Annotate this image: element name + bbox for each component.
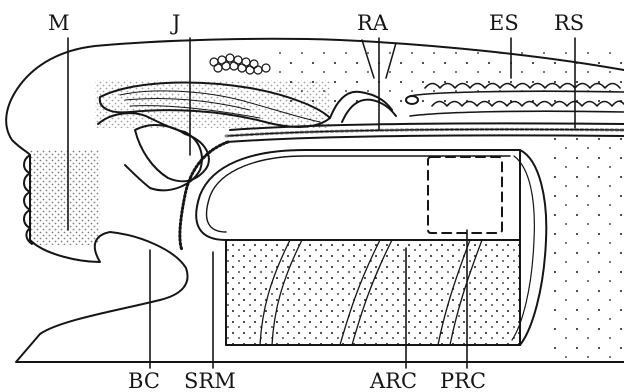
label-bc: BC — [128, 369, 160, 392]
radial-arch-inner — [342, 100, 396, 122]
anterior-vacuole-inner — [207, 156, 510, 232]
posterior-stipple — [546, 136, 624, 362]
label-srm: SRM — [184, 369, 236, 392]
label-arc: ARC — [369, 369, 417, 392]
dorsal-clusters — [210, 54, 270, 74]
label-rs: RS — [554, 11, 584, 35]
dorsal-stipple — [270, 48, 624, 102]
label-j: J — [170, 11, 180, 35]
posterior-region — [428, 157, 502, 233]
mouth-stipple — [30, 150, 100, 245]
label-ra: RA — [357, 11, 389, 35]
label-es: ES — [489, 11, 519, 35]
label-m: M — [48, 11, 70, 35]
label-prc: PRC — [440, 369, 486, 392]
